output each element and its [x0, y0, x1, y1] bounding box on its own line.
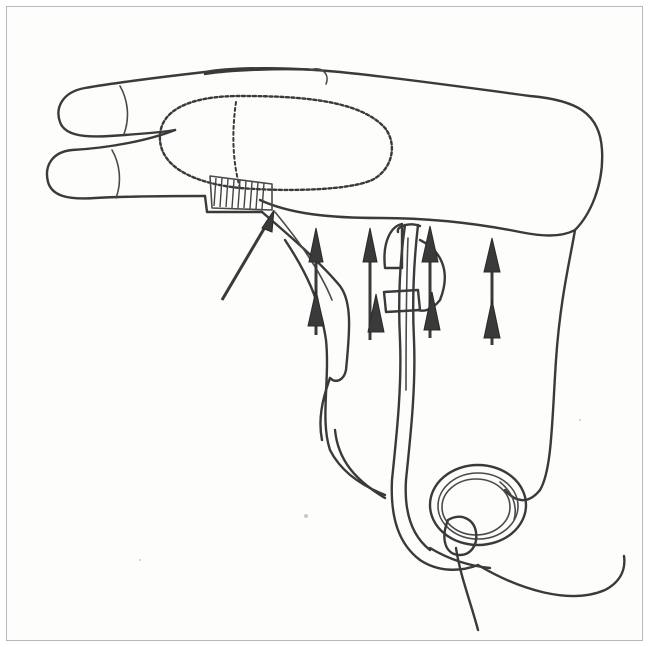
fingers: [47, 72, 262, 212]
hand-outline: [205, 68, 602, 500]
arrow-up-2: [363, 228, 384, 340]
palm-contour: [335, 430, 490, 568]
arrow-up-4: [484, 238, 500, 345]
coiled-loop: [430, 465, 624, 630]
arrows: [222, 210, 500, 345]
arrow-diagonal: [222, 210, 274, 300]
hatched-strip: [210, 176, 272, 210]
thumb: [160, 69, 392, 190]
scan-noise: [139, 419, 581, 561]
arrow-up-1: [308, 228, 324, 335]
